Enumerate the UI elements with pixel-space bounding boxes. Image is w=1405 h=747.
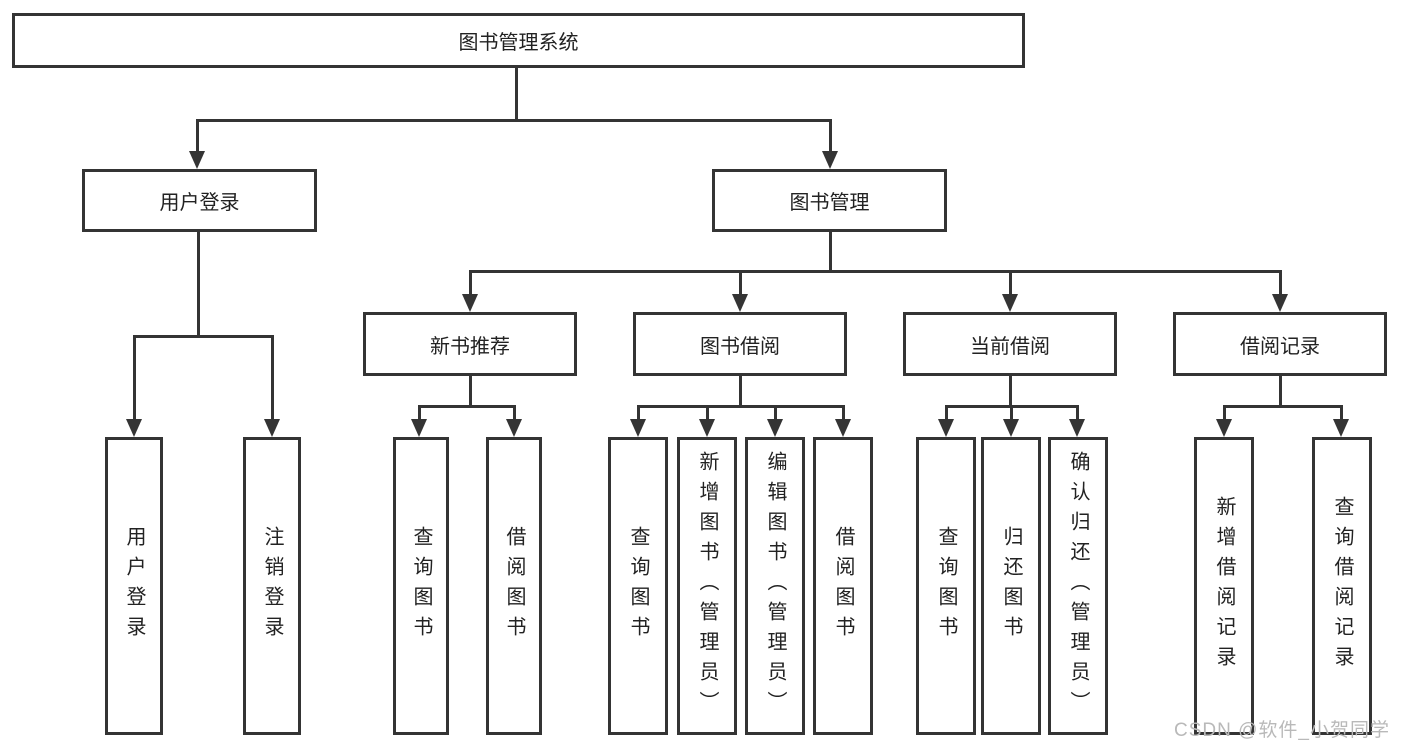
- connector-line: [469, 270, 1281, 273]
- connector-line: [1223, 405, 1226, 421]
- node-leaf-edit-books-admin: 编辑图书（管理员）: [745, 437, 805, 735]
- node-leaf-confirm-return-admin: 确认归还（管理员）: [1048, 437, 1108, 735]
- arrow-down-icon: [126, 419, 142, 437]
- connector-line: [133, 335, 136, 421]
- connector-line: [706, 405, 709, 421]
- arrow-down-icon: [1003, 419, 1019, 437]
- node-label: 查询借阅记录: [1331, 496, 1353, 676]
- arrow-down-icon: [1069, 419, 1085, 437]
- node-leaf-borrow-books-rec: 借阅图书: [486, 437, 542, 735]
- arrow-down-icon: [1272, 294, 1288, 312]
- node-borrowing-records: 借阅记录: [1173, 312, 1387, 376]
- node-label: 查询图书: [627, 526, 649, 646]
- connector-line: [1340, 405, 1343, 421]
- arrow-down-icon: [630, 419, 646, 437]
- node-user-login-branch: 用户登录: [82, 169, 317, 232]
- node-leaf-user-login: 用户登录: [105, 437, 163, 735]
- node-label: 图书管理系统: [458, 32, 579, 54]
- connector-line: [774, 405, 777, 421]
- connector-line: [515, 68, 518, 122]
- connector-line: [418, 405, 421, 421]
- arrow-down-icon: [767, 419, 783, 437]
- node-label: 借阅图书: [832, 526, 854, 646]
- connector-line: [513, 405, 516, 421]
- node-label: 确认归还（管理员）: [1067, 451, 1089, 721]
- node-label: 图书管理: [789, 192, 870, 214]
- connector-line: [829, 119, 832, 153]
- connector-line: [469, 376, 472, 408]
- node-label: 用户登录: [123, 526, 145, 646]
- arrow-down-icon: [835, 419, 851, 437]
- node-label: 借阅图书: [503, 526, 525, 646]
- node-book-borrowing: 图书借阅: [633, 312, 847, 376]
- node-new-book-recommendation: 新书推荐: [363, 312, 577, 376]
- connector-line: [418, 405, 516, 408]
- node-current-borrowing: 当前借阅: [903, 312, 1117, 376]
- node-label: 用户登录: [159, 192, 240, 214]
- node-label: 查询图书: [935, 526, 957, 646]
- connector-line: [197, 232, 200, 338]
- arrow-down-icon: [264, 419, 280, 437]
- node-leaf-query-books-borrowing: 查询图书: [608, 437, 668, 735]
- node-leaf-add-books-admin: 新增图书（管理员）: [677, 437, 737, 735]
- csdn-watermark: CSDN @软件_小贺同学: [1174, 720, 1390, 741]
- connector-line: [1223, 405, 1343, 408]
- arrow-down-icon: [699, 419, 715, 437]
- node-label: 新增借阅记录: [1213, 496, 1235, 676]
- connector-line: [739, 376, 742, 408]
- node-leaf-return-books: 归还图书: [981, 437, 1041, 735]
- connector-line: [196, 119, 199, 153]
- node-label: 当前借阅: [970, 335, 1050, 358]
- node-book-management-branch: 图书管理: [712, 169, 947, 232]
- connector-line: [1009, 376, 1012, 408]
- arrow-down-icon: [411, 419, 427, 437]
- connector-line: [739, 270, 742, 296]
- connector-line: [637, 405, 845, 408]
- connector-line: [1009, 270, 1012, 296]
- connector-line: [469, 270, 472, 296]
- node-label: 编辑图书（管理员）: [764, 451, 786, 721]
- node-label: 注销登录: [261, 526, 283, 646]
- connector-line: [196, 119, 832, 122]
- arrow-down-icon: [1333, 419, 1349, 437]
- node-leaf-logout: 注销登录: [243, 437, 301, 735]
- connector-line: [945, 405, 948, 421]
- arrow-down-icon: [822, 151, 838, 169]
- connector-line: [637, 405, 640, 421]
- connector-line: [842, 405, 845, 421]
- connector-line: [1076, 405, 1079, 421]
- arrow-down-icon: [732, 294, 748, 312]
- node-leaf-query-books-current: 查询图书: [916, 437, 976, 735]
- node-leaf-borrow-books-borrowing: 借阅图书: [813, 437, 873, 735]
- arrow-down-icon: [506, 419, 522, 437]
- connector-line: [829, 232, 832, 273]
- connector-line: [1010, 405, 1013, 421]
- arrow-down-icon: [938, 419, 954, 437]
- node-label: 查询图书: [410, 526, 432, 646]
- connector-line: [271, 335, 274, 421]
- arrow-down-icon: [462, 294, 478, 312]
- connector-line: [133, 335, 274, 338]
- arrow-down-icon: [1002, 294, 1018, 312]
- connector-line: [1279, 376, 1282, 408]
- node-leaf-add-borrow-record: 新增借阅记录: [1194, 437, 1254, 735]
- node-label: 新增图书（管理员）: [696, 451, 718, 721]
- arrow-down-icon: [1216, 419, 1232, 437]
- arrow-down-icon: [189, 151, 205, 169]
- node-library-management-system: 图书管理系统: [12, 13, 1025, 68]
- connector-line: [1279, 270, 1282, 296]
- node-label: 归还图书: [1000, 526, 1022, 646]
- node-leaf-query-borrow-record: 查询借阅记录: [1312, 437, 1372, 735]
- node-leaf-query-books-rec: 查询图书: [393, 437, 449, 735]
- node-label: 借阅记录: [1240, 335, 1320, 358]
- node-label: 新书推荐: [430, 335, 510, 358]
- node-label: 图书借阅: [700, 335, 780, 358]
